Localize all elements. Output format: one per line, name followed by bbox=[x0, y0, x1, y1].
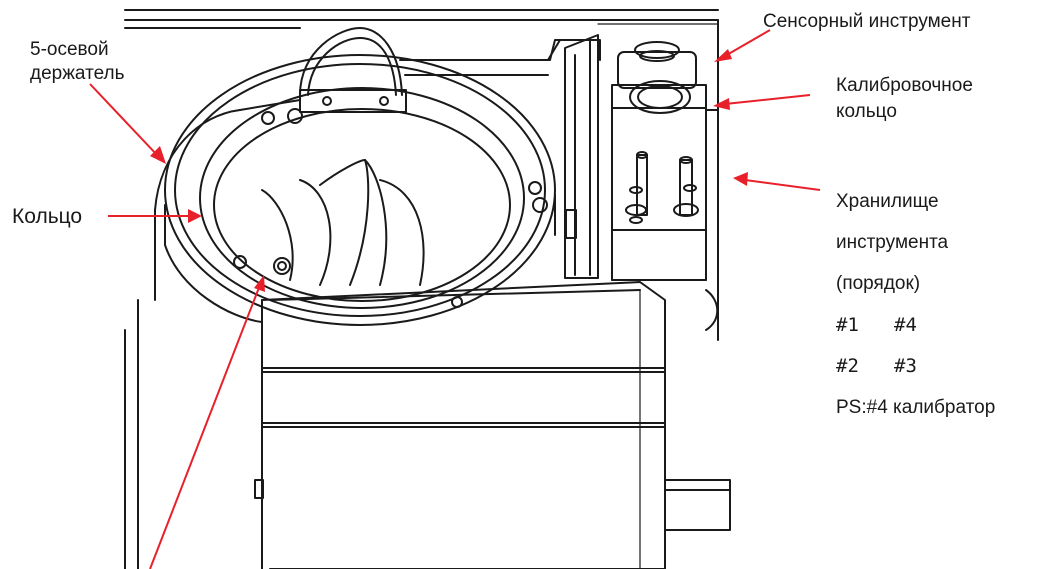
arrow-to-sensor-tool bbox=[714, 29, 771, 62]
slot-4-label: #4 bbox=[894, 314, 917, 336]
slot-3-label: #3 bbox=[894, 355, 917, 377]
arrow-to-holder bbox=[89, 83, 166, 164]
annotation-arrows bbox=[89, 29, 821, 569]
top-frame bbox=[124, 9, 719, 29]
label-storage-line2: инструмента bbox=[836, 232, 949, 253]
arrow-to-screw bbox=[149, 275, 265, 569]
arrow-to-calibration-ring bbox=[713, 94, 811, 110]
storage-slots-row-2: #2 #3 bbox=[836, 355, 917, 379]
five-axis-holder-ring bbox=[164, 54, 556, 326]
arrow-to-ring bbox=[108, 209, 202, 223]
inner-cone bbox=[261, 159, 425, 286]
vertical-rail bbox=[564, 34, 599, 279]
label-sensor-tool: Сенсорный инструмент bbox=[763, 11, 971, 32]
label-holder-line2: держатель bbox=[30, 63, 125, 84]
label-storage-line3: (порядок) bbox=[836, 273, 921, 294]
front-cover-box bbox=[254, 281, 731, 569]
arrow-to-tool-storage bbox=[733, 172, 821, 191]
left-housing bbox=[124, 99, 301, 569]
label-holder-line1: 5-осевой bbox=[30, 39, 109, 60]
slot-2-label: #2 bbox=[836, 355, 859, 377]
storage-slots-row-1: #1 #4 bbox=[836, 314, 917, 338]
label-ps-note: PS:#4 калибратор bbox=[836, 397, 996, 418]
label-ring: Кольцо bbox=[12, 205, 83, 228]
slot-1-label: #1 bbox=[836, 314, 859, 336]
label-calibration-ring-line2: кольцо bbox=[836, 101, 897, 122]
label-calibration-ring-line1: Калибровочное bbox=[836, 75, 973, 96]
label-storage-line1: Хранилище bbox=[836, 191, 939, 212]
tool-storage-block bbox=[611, 19, 719, 341]
